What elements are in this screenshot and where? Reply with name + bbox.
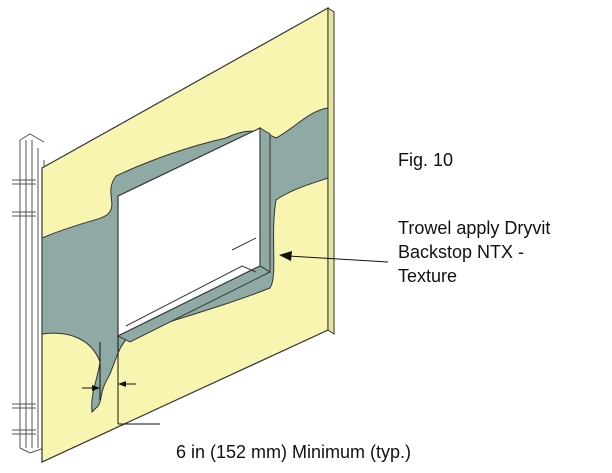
callout-line-3: Texture (398, 266, 458, 286)
opening-sill (116, 265, 272, 343)
dimension-marks (82, 336, 160, 425)
figure-number: Fig. 10 (398, 150, 454, 170)
opening-return-right (259, 127, 271, 273)
sill-detail-2 (231, 237, 257, 251)
dimension-text: 6 in (152 mm) Minimum (typ.) (176, 442, 412, 462)
board-edge (327, 7, 335, 335)
callout-leader (279, 251, 389, 263)
framing-studs (12, 133, 45, 454)
callout-line-2: Backstop NTX - (398, 242, 525, 262)
sill-detail (125, 265, 257, 327)
callout-line-1: Trowel apply Dryvit (398, 218, 551, 238)
callout-text: Trowel apply Dryvit Backstop NTX - Textu… (398, 216, 550, 288)
